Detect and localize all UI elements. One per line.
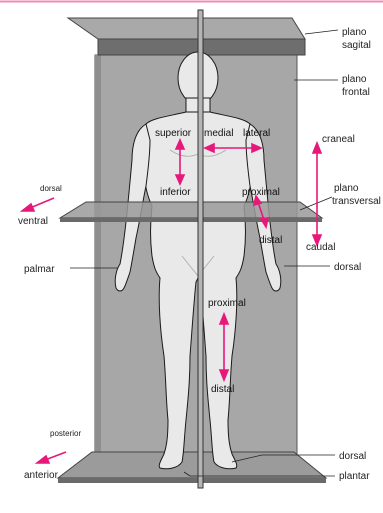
label-plano-transversal-2: transversal [332, 196, 381, 207]
label-caudal: caudal [306, 242, 335, 253]
label-plano-frontal-2: frontal [342, 87, 370, 98]
transverse-plane [60, 202, 322, 218]
label-inferior: inferior [160, 187, 191, 198]
label-plano-sagital-2: sagital [342, 40, 371, 51]
label-proximal-arm: proximal [242, 187, 280, 198]
label-plano-transversal-1: plano [334, 183, 359, 194]
transverse-plane-front [60, 218, 322, 222]
label-proximal-leg: proximal [208, 298, 246, 309]
label-palmar: palmar [24, 264, 55, 275]
base-plane [58, 452, 326, 478]
label-plano-sagital-1: plano [342, 27, 367, 38]
label-plantar: plantar [339, 471, 370, 482]
label-dorsal-hand: dorsal [334, 262, 361, 273]
label-distal-arm: distal [259, 235, 282, 246]
top-plane-face [68, 18, 305, 39]
label-lateral: lateral [243, 128, 270, 139]
label-medial: medial [204, 128, 233, 139]
label-ventral: ventral [18, 216, 48, 227]
base-plane-front [58, 478, 326, 483]
sagittal-plane [198, 10, 203, 488]
label-superior: superior [155, 128, 192, 139]
label-posterior: posterior [50, 429, 81, 438]
label-anterior: anterior [24, 470, 59, 481]
label-plano-frontal-1: plano [342, 74, 367, 85]
label-craneal: craneal [322, 134, 355, 145]
label-dorsal-foot: dorsal [339, 451, 366, 462]
frontal-plane-side [95, 55, 101, 457]
label-dorsal-left: dorsal [40, 184, 62, 193]
label-distal-leg: distal [211, 384, 234, 395]
